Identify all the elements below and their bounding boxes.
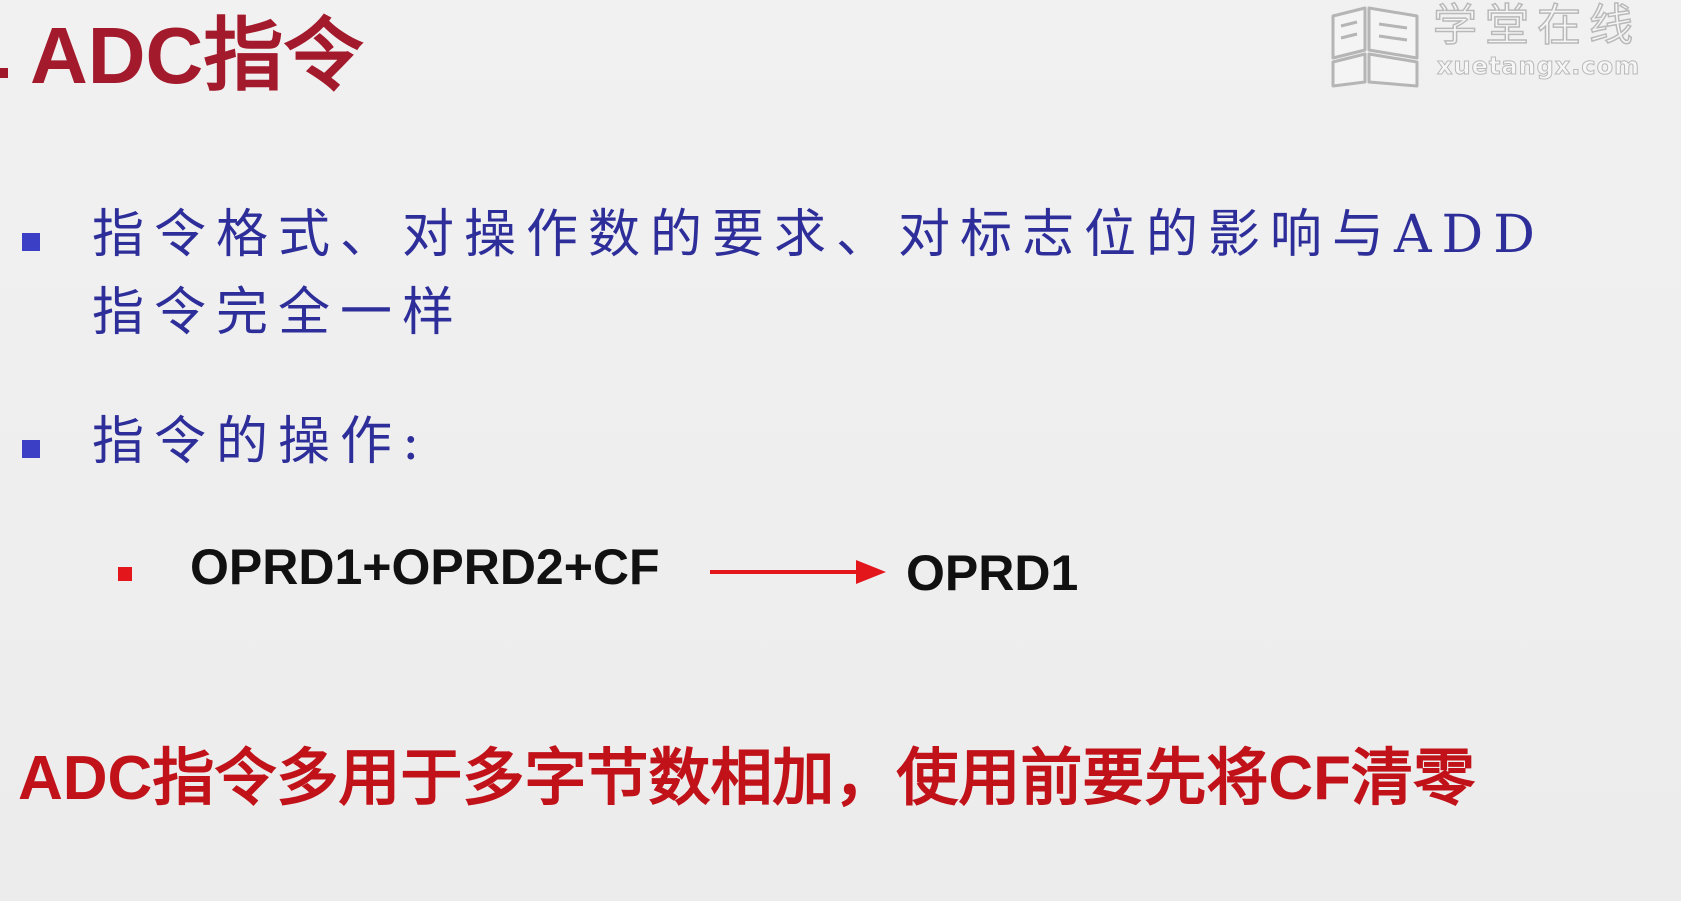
watermark-name: 学堂在线	[1432, 0, 1641, 51]
operation-destination: OPRD1	[906, 545, 1079, 601]
bullet-2-text: 指令的操作:	[92, 412, 430, 472]
watermark-url: xuetangx.com	[1436, 52, 1641, 81]
conclusion-text: ADC指令多用于多字节数相加，使用前要先将CF清零	[18, 744, 1475, 813]
bullet-1-line-1: 指令格式、对操作数的要求、对标志位的影响与ADD	[92, 205, 1545, 265]
title-marker	[0, 68, 8, 78]
bullet-square-icon	[22, 233, 40, 251]
right-arrow-icon	[710, 560, 886, 584]
operation-operands: OPRD1+OPRD2+CF	[190, 539, 660, 595]
slide-title: ADC指令	[30, 11, 364, 100]
xuetangx-logo-icon	[1331, 6, 1419, 88]
watermark: 学堂在线 xuetangx.com	[1325, 0, 1675, 90]
bullet-square-icon	[22, 440, 40, 458]
sub-bullet-square-icon	[118, 567, 132, 581]
bullet-1-line-2: 指令完全一样	[92, 283, 465, 343]
